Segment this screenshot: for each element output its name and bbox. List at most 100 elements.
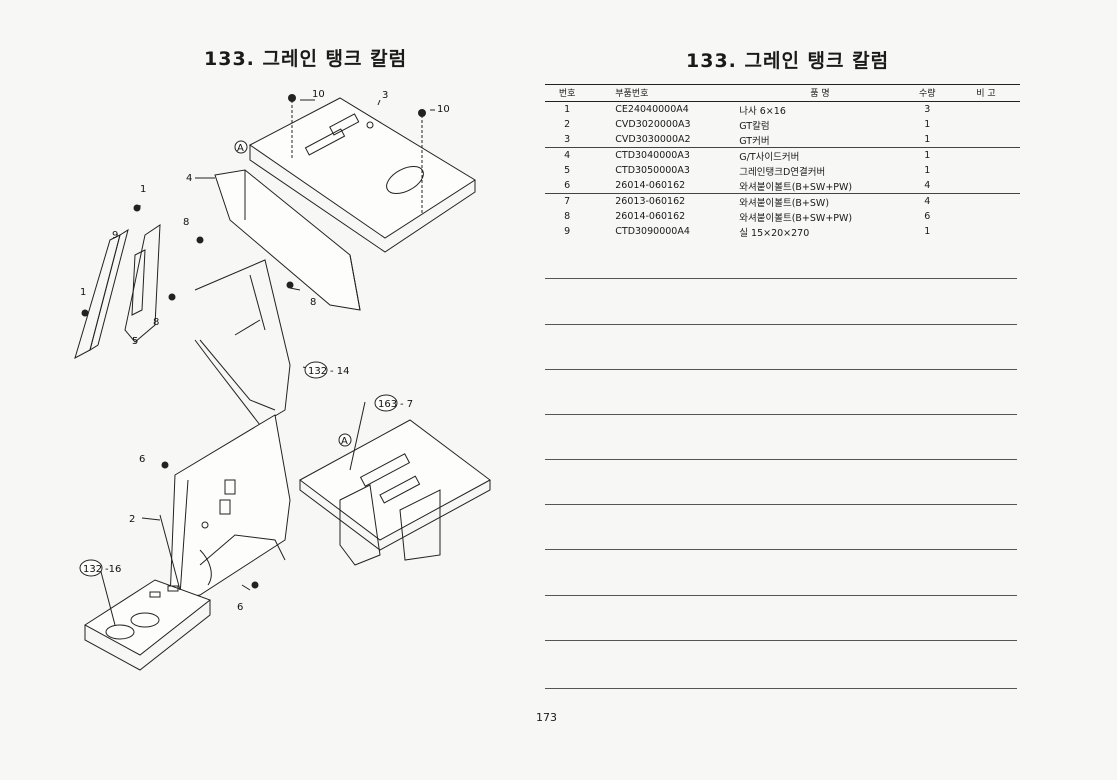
row-part-number: CE24040000A4 — [615, 104, 689, 115]
row-part-number: CVD3030000A2 — [589, 132, 738, 148]
table-row: 3 CVD3030000A2 GT커버 1 — [545, 132, 1020, 148]
rule-line — [545, 369, 1017, 370]
row-quantity: 4 — [902, 178, 952, 194]
row-no: 2 — [564, 119, 571, 130]
header-part-name: 품 명 — [737, 84, 903, 102]
row-quantity: 4 — [924, 196, 931, 207]
row-quantity: 1 — [924, 119, 931, 130]
row-no: 5 — [564, 165, 571, 176]
parts-list-table: 번호 부품번호 품 명 수량 비 고 1 CE24040000A4 나사 6×1… — [545, 84, 1020, 239]
ref-132-14-number: 132 — [308, 366, 327, 377]
row-part-number: CTD3040000A3 — [615, 150, 690, 161]
row-quantity: 1 — [924, 165, 931, 176]
rule-line — [545, 549, 1017, 550]
page-title-right: 133. 그레인 탱크 칼럼 — [686, 50, 890, 72]
empty-table-rule-lines — [545, 235, 1020, 695]
row-part-name: 실 15×20×270 — [739, 227, 810, 239]
callout-10-left: 10 — [312, 89, 325, 100]
row-part-name: 그레인탱크D연결커버 — [739, 166, 826, 178]
row-part-number: 26014-060162 — [615, 211, 686, 222]
table-row: 5 CTD3050000A3 그레인탱크D연결커버 1 — [545, 163, 1020, 178]
table-row: 4 CTD3040000A3 G/T사이드커버 1 — [545, 148, 1020, 164]
row-remarks — [951, 132, 1020, 148]
callout-3: 3 — [382, 90, 388, 101]
header-no: 번호 — [545, 84, 590, 102]
row-no: 7 — [564, 196, 571, 207]
row-part-number: 26013-060162 — [615, 196, 686, 207]
row-part-number: CVD3020000A3 — [615, 119, 691, 130]
callout-2: 2 — [129, 514, 135, 525]
row-quantity: 1 — [924, 150, 931, 161]
row-part-name: GT칼럼 — [739, 120, 770, 132]
row-quantity: 1 — [902, 132, 952, 148]
row-no: 6 — [545, 178, 590, 194]
table-row: 7 26013-060162 와셔붙이볼트(B+SW) 4 — [545, 194, 1020, 210]
callout-9: 9 — [112, 230, 118, 241]
row-no: 1 — [564, 104, 571, 115]
row-no: 4 — [564, 150, 571, 161]
callout-1-top: 1 — [140, 184, 146, 195]
rule-line — [545, 504, 1017, 505]
row-no: 3 — [545, 132, 590, 148]
row-part-name: 와셔붙이볼트(B+SW+PW) — [737, 178, 903, 194]
right-page: 133. 그레인 탱크 칼럼 번호 부품번호 품 명 수량 비 고 1 CE24… — [536, 0, 1117, 780]
rule-line — [545, 459, 1017, 460]
left-page: 133. 그레인 탱크 칼럼 — [0, 0, 540, 780]
table-row: 2 CVD3020000A3 GT칼럼 1 — [545, 117, 1020, 132]
row-part-name: G/T사이드커버 — [739, 151, 800, 163]
row-part-name: 와셔붙이볼트(B+SW+PW) — [739, 212, 853, 224]
row-remarks — [952, 148, 1020, 164]
rule-line — [545, 595, 1017, 596]
top-cover-plate — [249, 97, 476, 253]
page-title-left: 133. 그레인 탱크 칼럼 — [204, 48, 408, 70]
callout-A-bottom: A — [341, 436, 348, 447]
row-part-number: CTD3050000A3 — [615, 165, 690, 176]
row-no: 9 — [564, 226, 571, 237]
ref-132-16-suffix: -16 — [105, 564, 121, 575]
ref-163-7-number: 163 — [378, 399, 397, 410]
row-no: 8 — [564, 211, 571, 222]
callout-8-top: 8 — [183, 217, 189, 228]
rule-line — [545, 278, 1017, 279]
table-header-row: 번호 부품번호 품 명 수량 비 고 — [545, 84, 1020, 102]
callout-8-right: 8 — [310, 297, 316, 308]
table-row: 9 CTD3090000A4 실 15×20×270 1 — [545, 224, 1020, 239]
tank-bracket-assembly — [299, 419, 491, 566]
row-remarks — [952, 102, 1020, 118]
row-remarks — [951, 178, 1020, 194]
table-row: 8 26014-060162 와셔붙이볼트(B+SW+PW) 6 — [545, 209, 1020, 224]
callout-8-mid: 8 — [153, 317, 159, 328]
header-part-number: 부품번호 — [589, 84, 738, 102]
connection-cover — [194, 259, 291, 426]
row-part-number: CTD3090000A4 — [615, 226, 690, 237]
bottom-plate — [84, 579, 212, 671]
header-quantity: 수량 — [902, 84, 952, 102]
rule-line — [545, 688, 1017, 689]
row-remarks — [952, 209, 1020, 224]
header-remarks: 비 고 — [951, 84, 1020, 102]
row-part-name: 나사 6×16 — [739, 105, 786, 117]
side-cover-panel — [214, 169, 361, 311]
rule-line — [545, 640, 1017, 641]
ref-132-14-suffix: - 14 — [330, 366, 350, 377]
callout-5: 5 — [132, 336, 138, 347]
page-number: 173 — [536, 711, 557, 724]
ref-163-7-suffix: - 7 — [400, 399, 413, 410]
row-remarks — [952, 194, 1020, 210]
callout-6-bottom: 6 — [237, 602, 243, 613]
callout-1-left: 1 — [80, 287, 86, 298]
callout-A-top: A — [237, 143, 244, 154]
rule-line — [545, 324, 1017, 325]
rule-line — [545, 414, 1017, 415]
row-remarks — [952, 163, 1020, 178]
row-part-number: 26014-060162 — [589, 178, 738, 194]
row-quantity: 1 — [924, 226, 931, 237]
row-part-name: GT커버 — [737, 132, 903, 148]
grain-tank-column — [169, 414, 291, 601]
table-row: 6 26014-060162 와셔붙이볼트(B+SW+PW) 4 — [545, 178, 1020, 194]
callout-4: 4 — [186, 173, 192, 184]
exploded-parts-diagram: 10 3 10 A 4 1 8 9 1 8 8 5 132 - 14 163 -… — [74, 89, 491, 671]
row-part-name: 와셔붙이볼트(B+SW) — [739, 197, 830, 209]
seal-strip — [74, 224, 161, 360]
row-remarks — [952, 117, 1020, 132]
